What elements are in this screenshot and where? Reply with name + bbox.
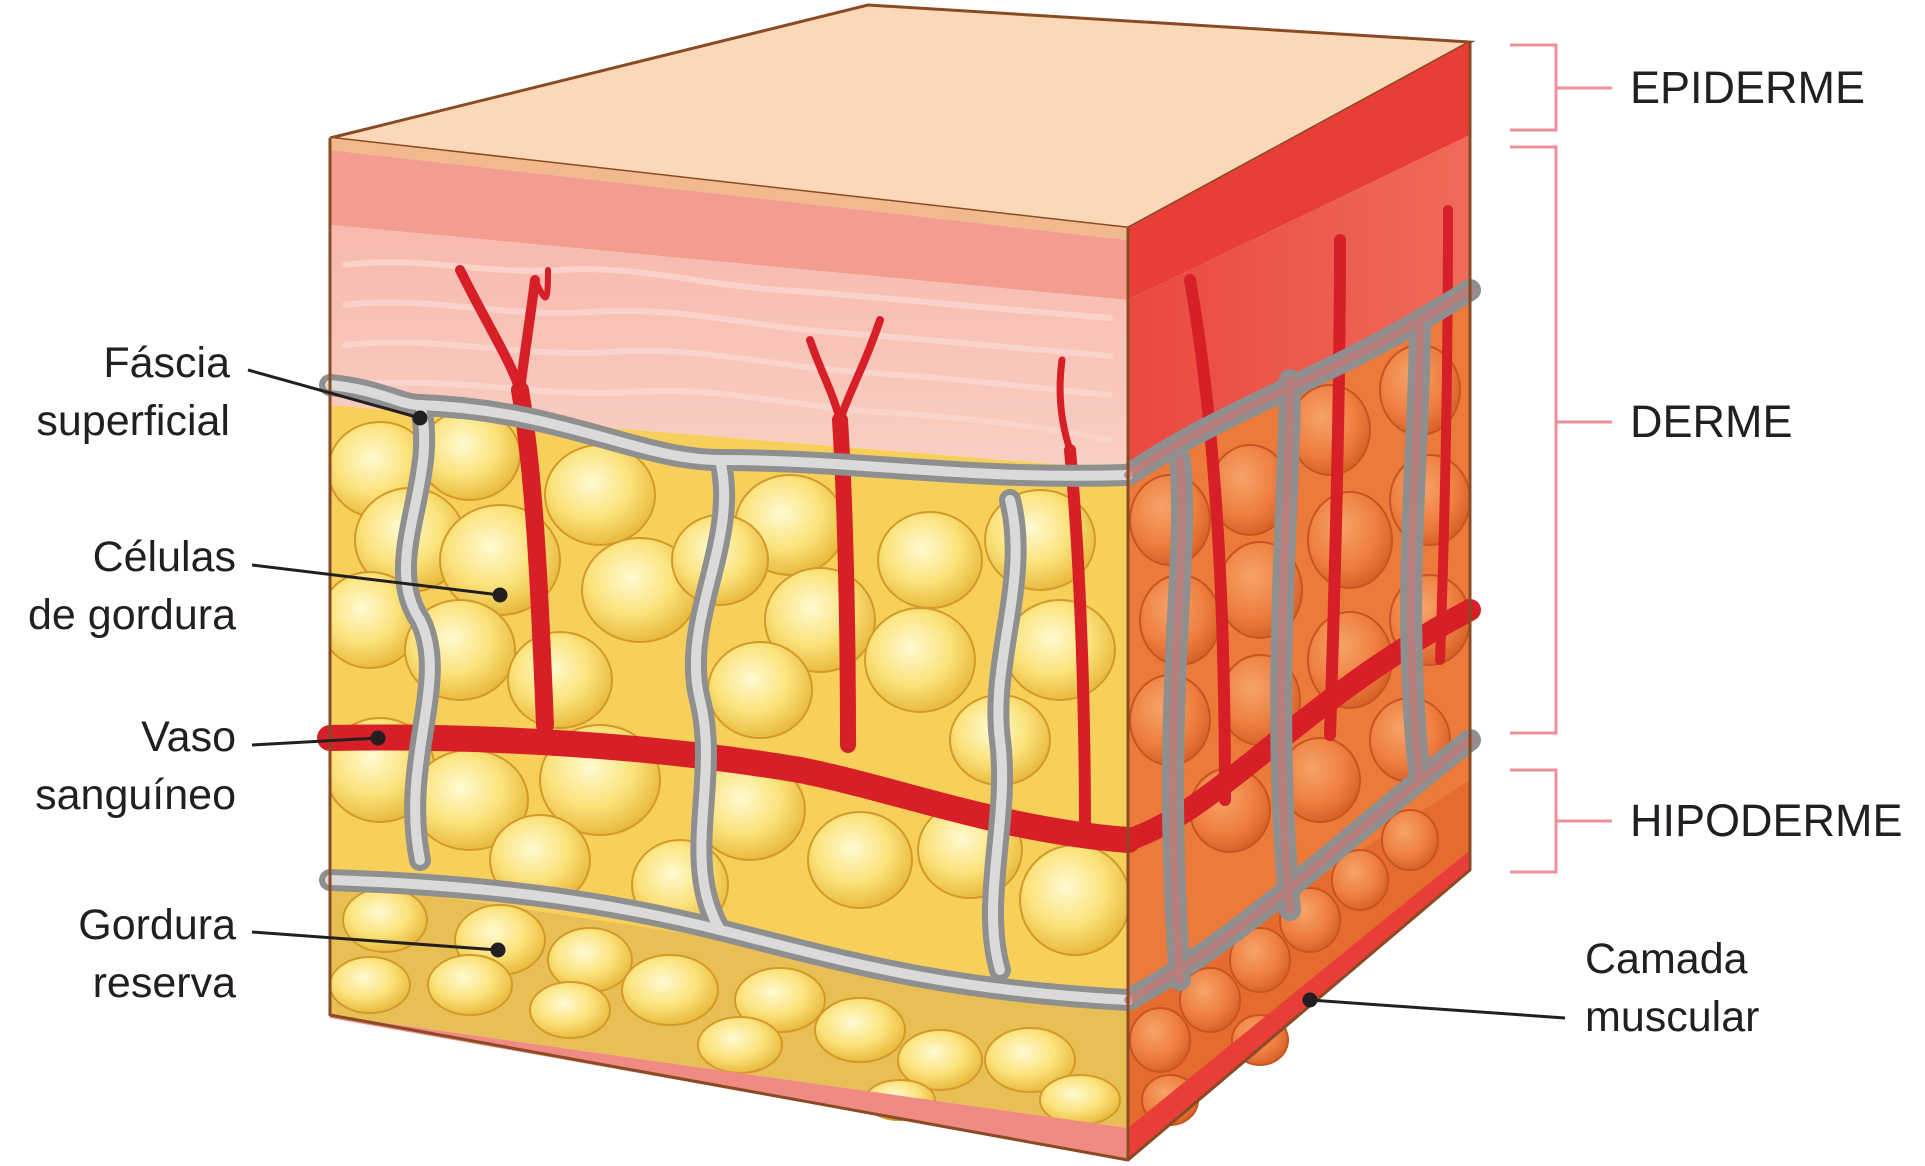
label-reserve-fat: Gordura reserva bbox=[0, 896, 236, 1012]
fascia-network bbox=[319, 279, 1481, 1011]
side-epidermis-layer bbox=[1128, 42, 1470, 300]
label-fat-cells: Células de gordura bbox=[0, 528, 236, 644]
block-outline bbox=[328, 42, 1472, 1162]
side-muscle-strip bbox=[1128, 850, 1470, 1160]
side-dermis-layer bbox=[1128, 135, 1470, 470]
label-fascia-line2: superficial bbox=[36, 397, 230, 445]
label-reserve-fat-line2: reserva bbox=[92, 959, 236, 1007]
label-muscle-layer-line1: Camada bbox=[1585, 935, 1748, 983]
label-muscle-layer: Camada muscular bbox=[1585, 930, 1759, 1046]
label-fascia-line1: Fáscia bbox=[103, 339, 230, 387]
label-muscle-layer-line2: muscular bbox=[1585, 993, 1760, 1041]
layer-label-epidermis: EPIDERME bbox=[1630, 62, 1866, 113]
label-fat-cells-line2: de gordura bbox=[28, 591, 236, 639]
layer-brackets bbox=[1510, 43, 1612, 874]
label-blood-vessel-line2: sanguíneo bbox=[35, 771, 236, 819]
label-blood-vessel-line1: Vaso bbox=[141, 713, 236, 761]
layer-label-hypodermis: HIPODERME bbox=[1630, 795, 1903, 846]
epidermis-front-band bbox=[330, 138, 1128, 240]
leader-lines bbox=[247, 368, 1566, 1020]
label-fascia-superficial: Fáscia superficial bbox=[0, 334, 230, 450]
label-blood-vessel: Vaso sanguíneo bbox=[0, 708, 236, 824]
label-reserve-fat-line1: Gordura bbox=[78, 901, 236, 949]
front-epidermis-layer bbox=[330, 150, 1128, 300]
layer-label-dermis: DERME bbox=[1630, 396, 1793, 447]
label-fat-cells-line1: Células bbox=[92, 533, 236, 581]
